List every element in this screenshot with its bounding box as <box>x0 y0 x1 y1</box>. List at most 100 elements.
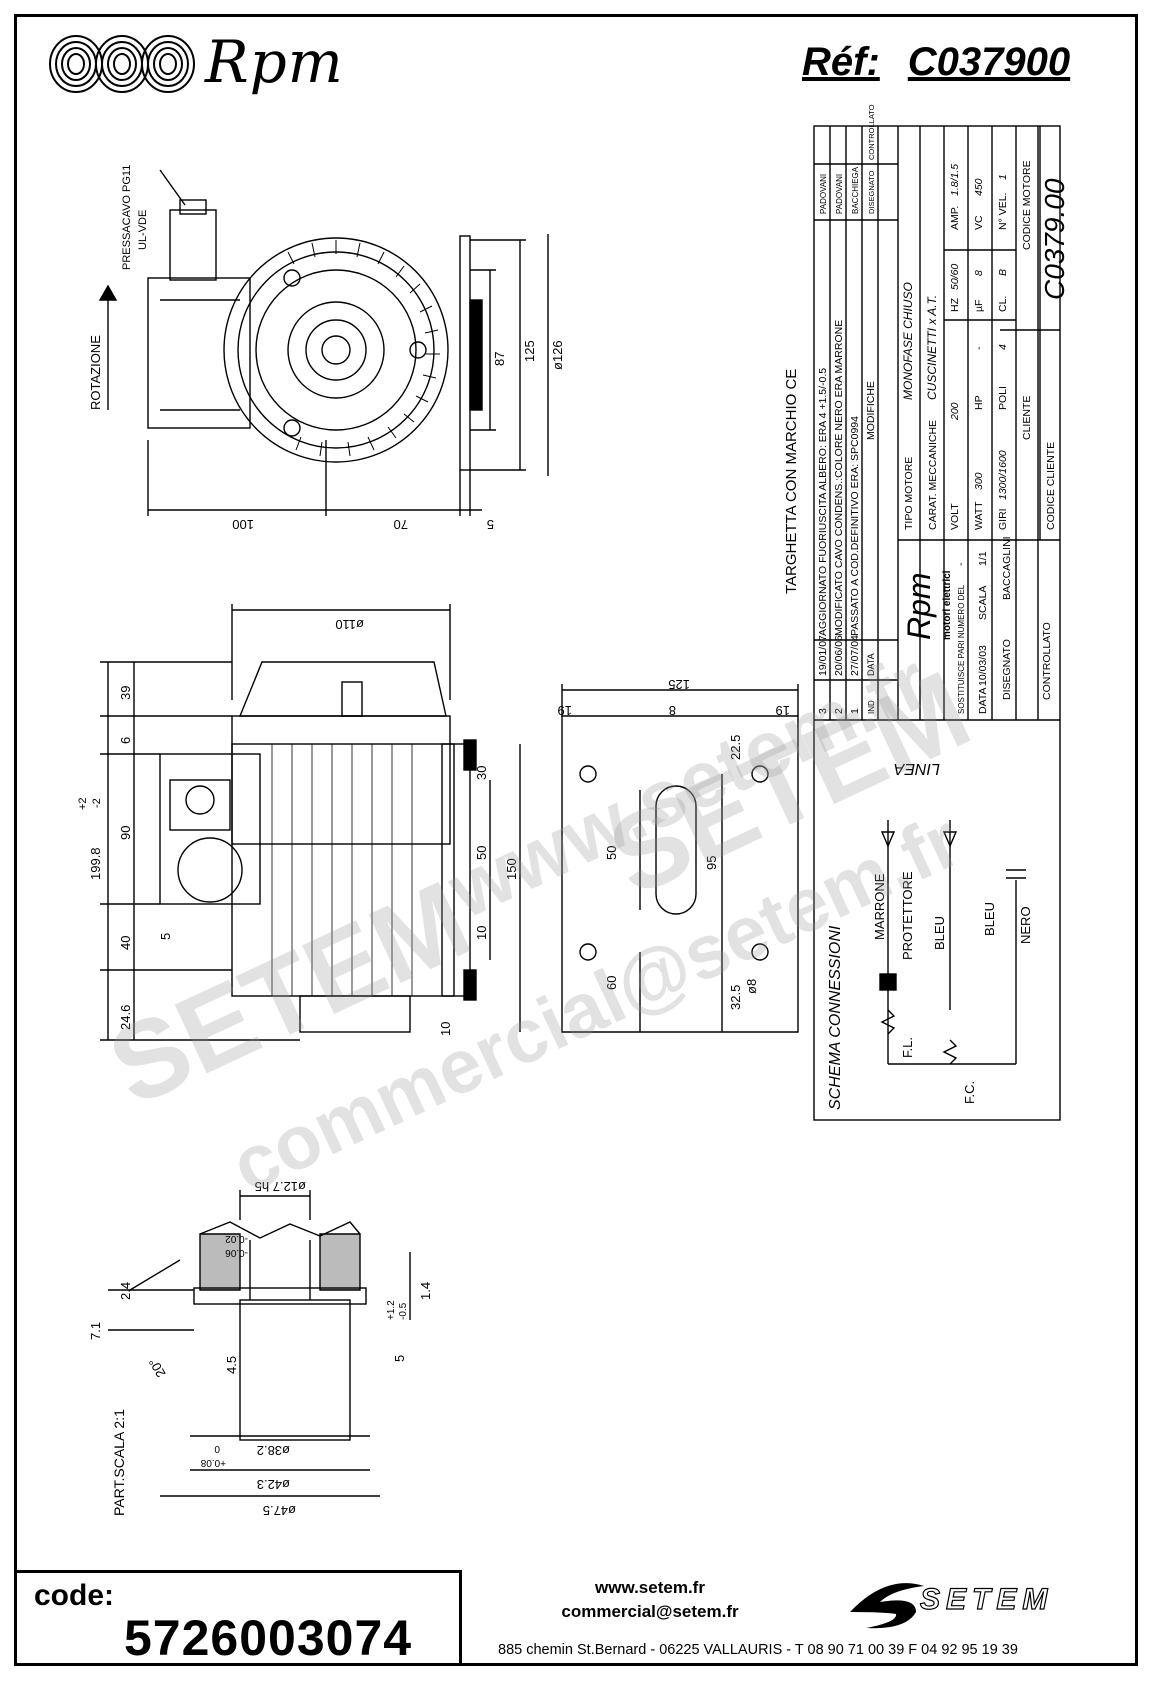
spec-uf-value: 8 <box>973 270 985 276</box>
rev3-text: AGGIORNATO FUORIUSCITA ALBERO: ERA 4 +1.… <box>817 368 829 636</box>
nero-label: NERO <box>1018 906 1033 944</box>
spec-uf-label: µF <box>973 300 985 312</box>
part-scale-label: PART.SCALA 2:1 <box>111 1409 127 1516</box>
dim-minus-0-02: -0.02 <box>225 1233 248 1244</box>
dim-6: 6 <box>118 737 133 744</box>
rev1-by: BACCHIEGA <box>851 166 860 214</box>
website-link[interactable]: www.setem.fr <box>595 1578 705 1597</box>
dim-150: 150 <box>504 858 519 880</box>
dim-60: 60 <box>604 976 619 990</box>
dim-199-8: 199.8 <box>88 847 103 880</box>
scala-value: 1/1 <box>977 551 989 566</box>
dim-5: 5 <box>487 517 494 532</box>
dim-minus2: -2 <box>91 798 103 808</box>
dim-d126: ø126 <box>550 340 565 370</box>
fc-label: F.C. <box>962 1081 977 1104</box>
rev2-text: MODIFICATO CAVO CONDENS.:COLORE NERO ERA… <box>833 320 845 636</box>
rotation-label: ROTAZIONE <box>88 335 103 410</box>
wiring-schematic <box>879 820 1026 1065</box>
dim-7-1: 7.1 <box>88 1322 103 1340</box>
rev2-ind: 2 <box>833 708 845 714</box>
controllato-label: CONTROLLATO <box>1041 622 1053 700</box>
rev3-ind: 3 <box>817 708 829 714</box>
setem-swirl-icon <box>850 1583 924 1629</box>
rpm-logo-coils-icon <box>49 35 195 93</box>
email-link[interactable]: commercial@setem.fr <box>561 1602 739 1621</box>
bleu-label-2: BLEU <box>982 902 997 936</box>
carat-label: CARAT. MECCANICHE <box>927 420 939 530</box>
spec-poli-value: 4 <box>997 344 1009 350</box>
dim-d8: ø8 <box>744 979 759 994</box>
spec-poli-label: POLI <box>997 386 1009 410</box>
spec-volt-value: 200 <box>949 402 961 421</box>
spec-volt-label: VOLT <box>949 503 961 530</box>
spec-cl-value: B <box>997 269 1009 276</box>
codice-motore-value: C0379.00 <box>1039 178 1070 300</box>
tipo-motore-label: TIPO MOTORE <box>903 457 915 530</box>
contact-block: www.setem.fr commercial@setem.fr <box>470 1578 830 1638</box>
dim-8: 8 <box>669 703 676 718</box>
fl-label: F.L. <box>900 1037 915 1058</box>
dim-d12-7: ø12.7 h5 <box>255 1179 306 1194</box>
dim-30: 30 <box>474 766 489 780</box>
dim-2-4: 2.4 <box>118 1282 133 1300</box>
rev-header-checked: CONTROLLATO <box>867 104 876 160</box>
sostituisce-label: SOSTITUISCE PARI NUMERO DEL <box>957 584 966 714</box>
dim-10-side: 10 <box>474 926 489 940</box>
dim-95: 95 <box>704 856 719 870</box>
data-value: 10/03/03 <box>977 645 989 686</box>
side-view <box>100 604 521 1041</box>
bleu-label-1: BLEU <box>932 916 947 950</box>
dim-90: 90 <box>118 826 133 840</box>
reference-number: Réf:C037900 <box>802 40 1071 84</box>
dim-87: 87 <box>492 352 507 366</box>
dim-50-plate: 50 <box>604 846 619 860</box>
protettore-label: PROTETTORE <box>900 871 915 960</box>
dim-d42-3: ø42.3 <box>257 1477 290 1492</box>
rev2-by: PADOVANI <box>835 174 844 214</box>
dim-plus-0-08: +0.08 <box>200 1457 226 1468</box>
dim-22-5: 22.5 <box>728 735 743 760</box>
linea-label: LINEA <box>894 760 940 777</box>
dim-19-right: 19 <box>776 703 790 718</box>
spec-watt-value: 300 <box>973 472 985 490</box>
disegnato-label: DISEGNATO <box>1001 639 1013 700</box>
dim-d38-2: ø38.2 <box>257 1443 290 1458</box>
spec-hz-label: HZ <box>949 297 961 312</box>
dim-d47-5: ø47.5 <box>263 1503 296 1518</box>
rev1-date: 27/07/04 <box>849 635 861 676</box>
code-box: code: 5726003074 <box>14 1570 462 1666</box>
dim-125: 125 <box>522 340 537 362</box>
dim-5-shaft: 5 <box>392 1355 407 1362</box>
codice-cliente-label: CODICE CLIENTE <box>1045 442 1057 530</box>
spec-nvel-value: 1 <box>997 174 1009 180</box>
code-label: code: <box>34 1579 115 1612</box>
scala-label: SCALA <box>977 586 989 620</box>
data-label: DATA <box>977 688 989 714</box>
dim-d110: ø110 <box>335 617 364 632</box>
shaft-detail-view <box>108 1190 411 1497</box>
dim-40: 40 <box>118 936 133 950</box>
dim-minus-0-06: -0.06 <box>225 1247 248 1258</box>
dim-32-5: 32.5 <box>728 985 743 1010</box>
dim-plus2: +2 <box>77 797 89 810</box>
dim-20deg: 20° <box>146 1355 169 1380</box>
cliente-label: CLIENTE <box>1021 396 1033 440</box>
dim-plus-1-2: +1.2 <box>386 1300 397 1320</box>
company-subtitle: motori elettrici <box>942 570 953 640</box>
dim-19-left: 19 <box>558 703 572 718</box>
drawing-frame <box>14 14 1138 1666</box>
rev-header-drawn: DISEGNATO <box>867 170 876 214</box>
dim-100: 100 <box>232 517 254 532</box>
rev-header-ind: IND <box>867 700 876 714</box>
rev-header-date: DATA <box>866 653 876 676</box>
disegnato-value: BACCAGLINI <box>1001 536 1013 600</box>
spec-hp-value: - <box>973 346 985 350</box>
dim-5-side: 5 <box>158 933 173 940</box>
rev1-ind: 1 <box>849 708 861 714</box>
dim-39: 39 <box>118 686 133 700</box>
dim-zero: 0 <box>214 1443 220 1454</box>
company-address: 885 chemin St.Bernard - 06225 VALLAURIS … <box>498 1642 1018 1658</box>
dim-70: 70 <box>394 517 408 532</box>
spec-cl-label: CL. <box>997 296 1009 312</box>
